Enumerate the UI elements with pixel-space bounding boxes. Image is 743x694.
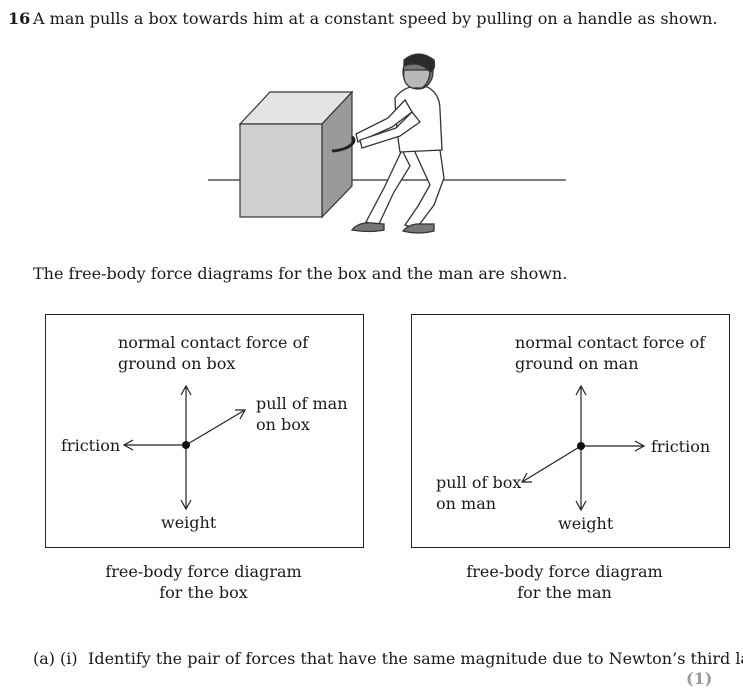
marks-indicator: (1) (686, 669, 713, 688)
man-pulling-box-illustration (208, 53, 566, 234)
man-friction-label: friction (651, 437, 711, 456)
man-weight-label: weight (558, 514, 614, 533)
box-normal-label-line2: ground on box (118, 354, 236, 373)
box-weight-label: weight (161, 513, 217, 532)
part-a-label: (a) (33, 649, 56, 668)
box-friction-label: friction (61, 436, 121, 455)
man-diagram-caption-line1: free-body force diagram (466, 562, 663, 581)
box-free-body-diagram: normal contact force of ground on box pu… (45, 314, 364, 548)
handle-drawing (331, 135, 356, 153)
man-force-arrows (520, 384, 646, 512)
diagrams-intro: The free-body force diagrams for the box… (33, 264, 568, 283)
box-force-arrows (122, 384, 247, 511)
question-number: 16 (8, 9, 31, 28)
man-pull-label-line1: pull of box (436, 473, 522, 492)
question-intro: A man pulls a box towards him at a const… (33, 9, 718, 28)
box-normal-label-line1: normal contact force of (118, 333, 309, 352)
box-diagram-caption-line2: for the box (159, 583, 248, 602)
box-pull-label-line2: on box (256, 415, 310, 434)
man-normal-label-line1: normal contact force of (515, 333, 706, 352)
man-pull-label-line2: on man (436, 494, 497, 513)
box-pull-label-line1: pull of man (256, 394, 348, 413)
box-diagram-caption-line1: free-body force diagram (105, 562, 302, 581)
part-a-sub-label: (i) (60, 649, 78, 668)
part-a-question-text: Identify the pair of forces that have th… (88, 649, 743, 668)
man-diagram-caption-line2: for the man (517, 583, 612, 602)
man-free-body-diagram: normal contact force of ground on man fr… (411, 314, 730, 548)
man-drawing (350, 53, 445, 234)
box-drawing (238, 90, 354, 219)
man-normal-label-line2: ground on man (515, 354, 639, 373)
